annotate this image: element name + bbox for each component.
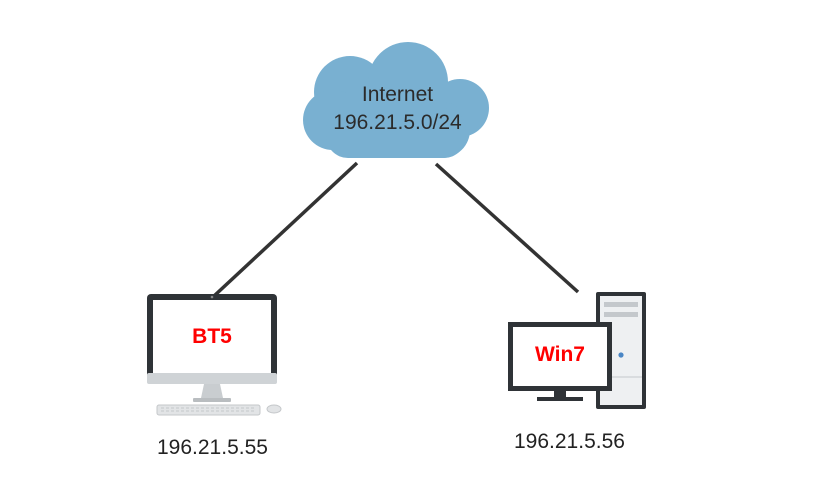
- link-internet-bt5: [212, 161, 359, 298]
- host-ip-win7: 196.21.5.56: [514, 430, 625, 453]
- desktop-tower-pc-icon: [508, 292, 646, 409]
- link-internet-win7: [434, 162, 580, 294]
- cloud-subnet: 196.21.5.0/24: [333, 111, 462, 134]
- cloud-icon: [303, 42, 489, 158]
- host-label-win7: Win7: [535, 343, 585, 366]
- cloud-title: Internet: [361, 83, 434, 106]
- host-ip-bt5: 196.21.5.55: [157, 436, 268, 459]
- imac-desktop-icon: [147, 294, 282, 416]
- host-label-bt5: BT5: [192, 325, 232, 348]
